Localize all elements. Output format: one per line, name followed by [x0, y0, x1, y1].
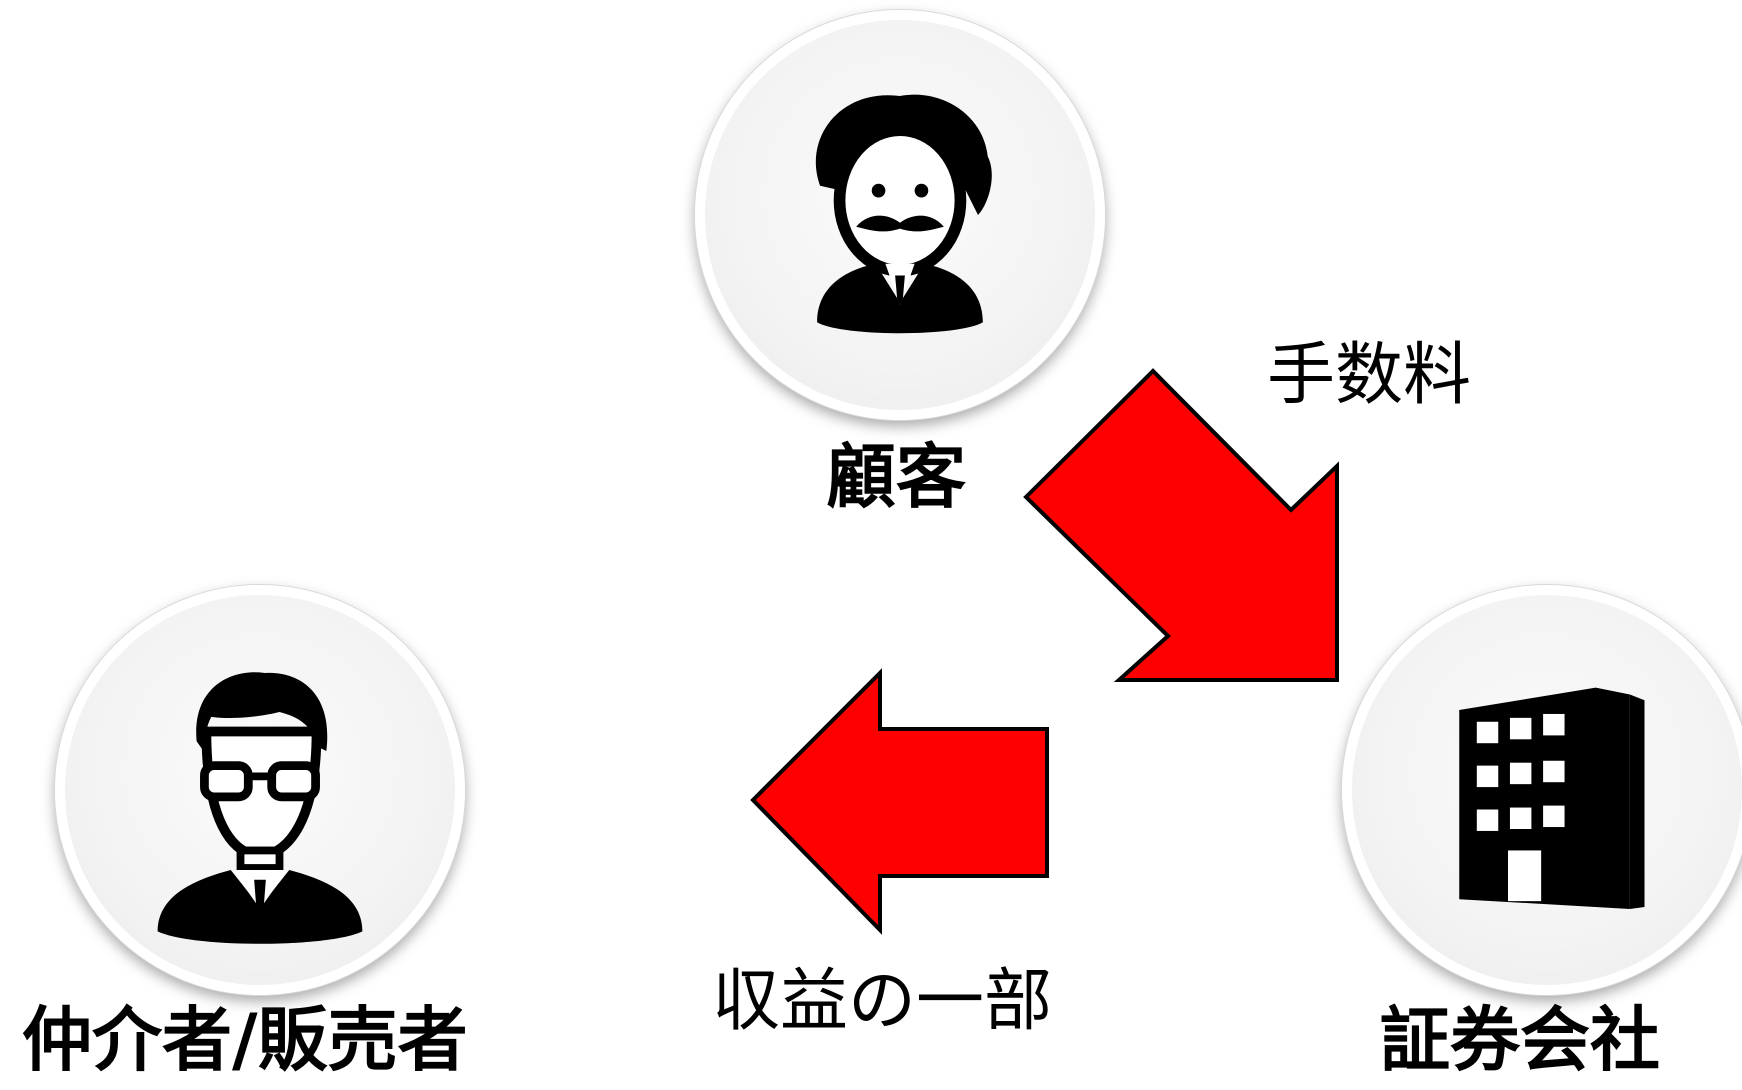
customer-person-icon — [815, 94, 992, 334]
revenue-share-arrow-shape — [750, 668, 1049, 935]
businessman-glasses-icon — [157, 672, 363, 944]
broker-label: 仲介者/販売者 — [22, 999, 468, 1081]
securities-node — [1342, 585, 1742, 995]
office-building-icon — [1459, 687, 1645, 909]
broker-node — [55, 585, 465, 995]
customer-label: 顧客 — [826, 436, 966, 518]
fee-arrow-shape — [1023, 368, 1339, 682]
fee-label: 手数料 — [1267, 336, 1472, 415]
revenue-share-label: 収益の一部 — [712, 962, 1053, 1041]
securities-label: 証券会社 — [1380, 999, 1660, 1081]
customer-node — [695, 10, 1105, 420]
